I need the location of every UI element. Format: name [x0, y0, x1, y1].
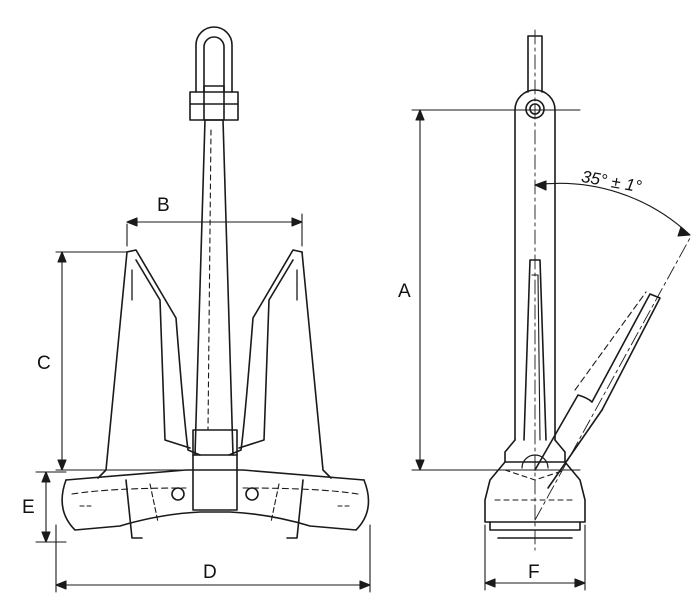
front-left-fluke [97, 249, 201, 479]
dim-c [55, 251, 187, 471]
side-fluke-edge [547, 409, 603, 489]
label-b: B [157, 195, 170, 216]
label-e: E [22, 497, 35, 518]
front-base [61, 469, 370, 539]
dim-angle [534, 180, 691, 237]
dim-e [35, 471, 67, 543]
front-shackle [189, 26, 239, 121]
label-a: A [398, 281, 411, 302]
front-right-fluke [228, 249, 332, 479]
front-shank [194, 119, 234, 456]
side-view [484, 29, 691, 551]
label-f: F [528, 562, 540, 583]
dim-a [411, 109, 581, 471]
side-shank [514, 109, 556, 441]
dim-f [484, 524, 586, 591]
side-crown [484, 439, 586, 523]
front-view [61, 26, 370, 539]
dim-d [55, 524, 371, 593]
dimensions [35, 109, 691, 593]
side-fluke-tilted [534, 293, 661, 471]
dim-b [126, 213, 303, 247]
label-d: D [203, 562, 217, 583]
side-swing-line [534, 237, 691, 521]
label-c: C [37, 353, 51, 374]
